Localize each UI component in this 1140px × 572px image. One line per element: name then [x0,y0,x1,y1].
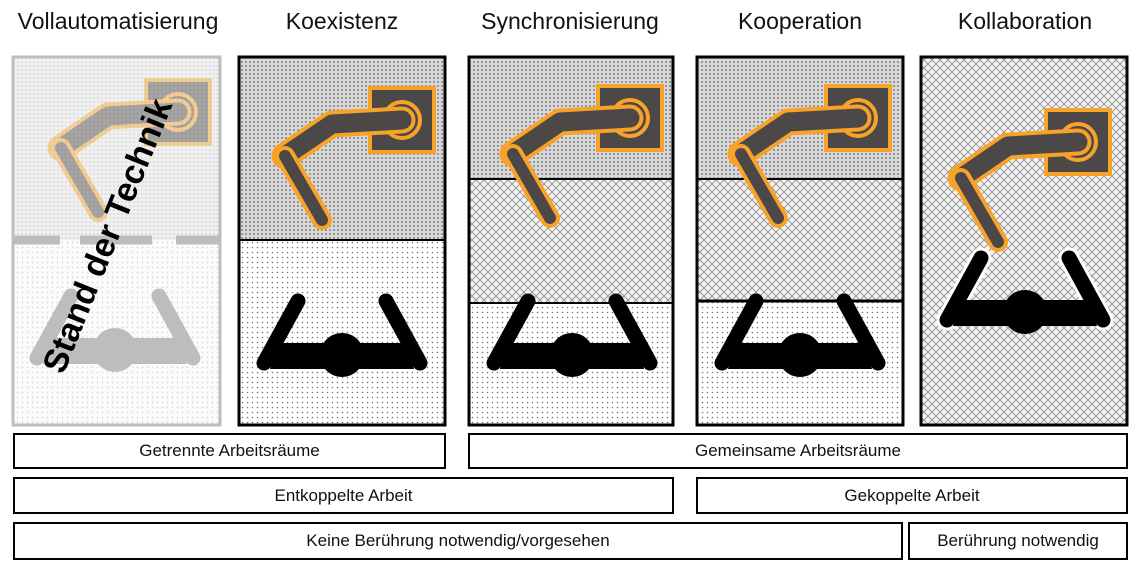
column-title: Vollautomatisierung [18,8,219,34]
panel-kollaboration [919,55,1129,427]
panel-vollautomatisierung: Stand der Technik [11,55,220,427]
column-title: Koexistenz [286,8,399,34]
band-keine-beruehrung: Keine Berührung notwendig/vorgesehen [13,522,903,560]
human-icon [936,247,1114,334]
band-beruehrung-notwendig: Berührung notwendig [908,522,1128,560]
panel-kooperation [695,55,905,427]
panel-synchronisierung [467,55,673,427]
band-gekoppelte-arbeit: Gekoppelte Arbeit [696,477,1128,514]
panel-koexistenz [237,55,445,427]
column-title: Kollaboration [958,8,1092,34]
column-title: Synchronisierung [481,8,659,34]
human-icon [29,288,201,372]
band-getrennte-arbeitsraeume: Getrennte Arbeitsräume [13,433,446,469]
column-title: Kooperation [738,8,862,34]
band-gemeinsame-arbeitsraeume: Gemeinsame Arbeitsräume [468,433,1128,469]
band-entkoppelte-arbeit: Entkoppelte Arbeit [13,477,674,514]
